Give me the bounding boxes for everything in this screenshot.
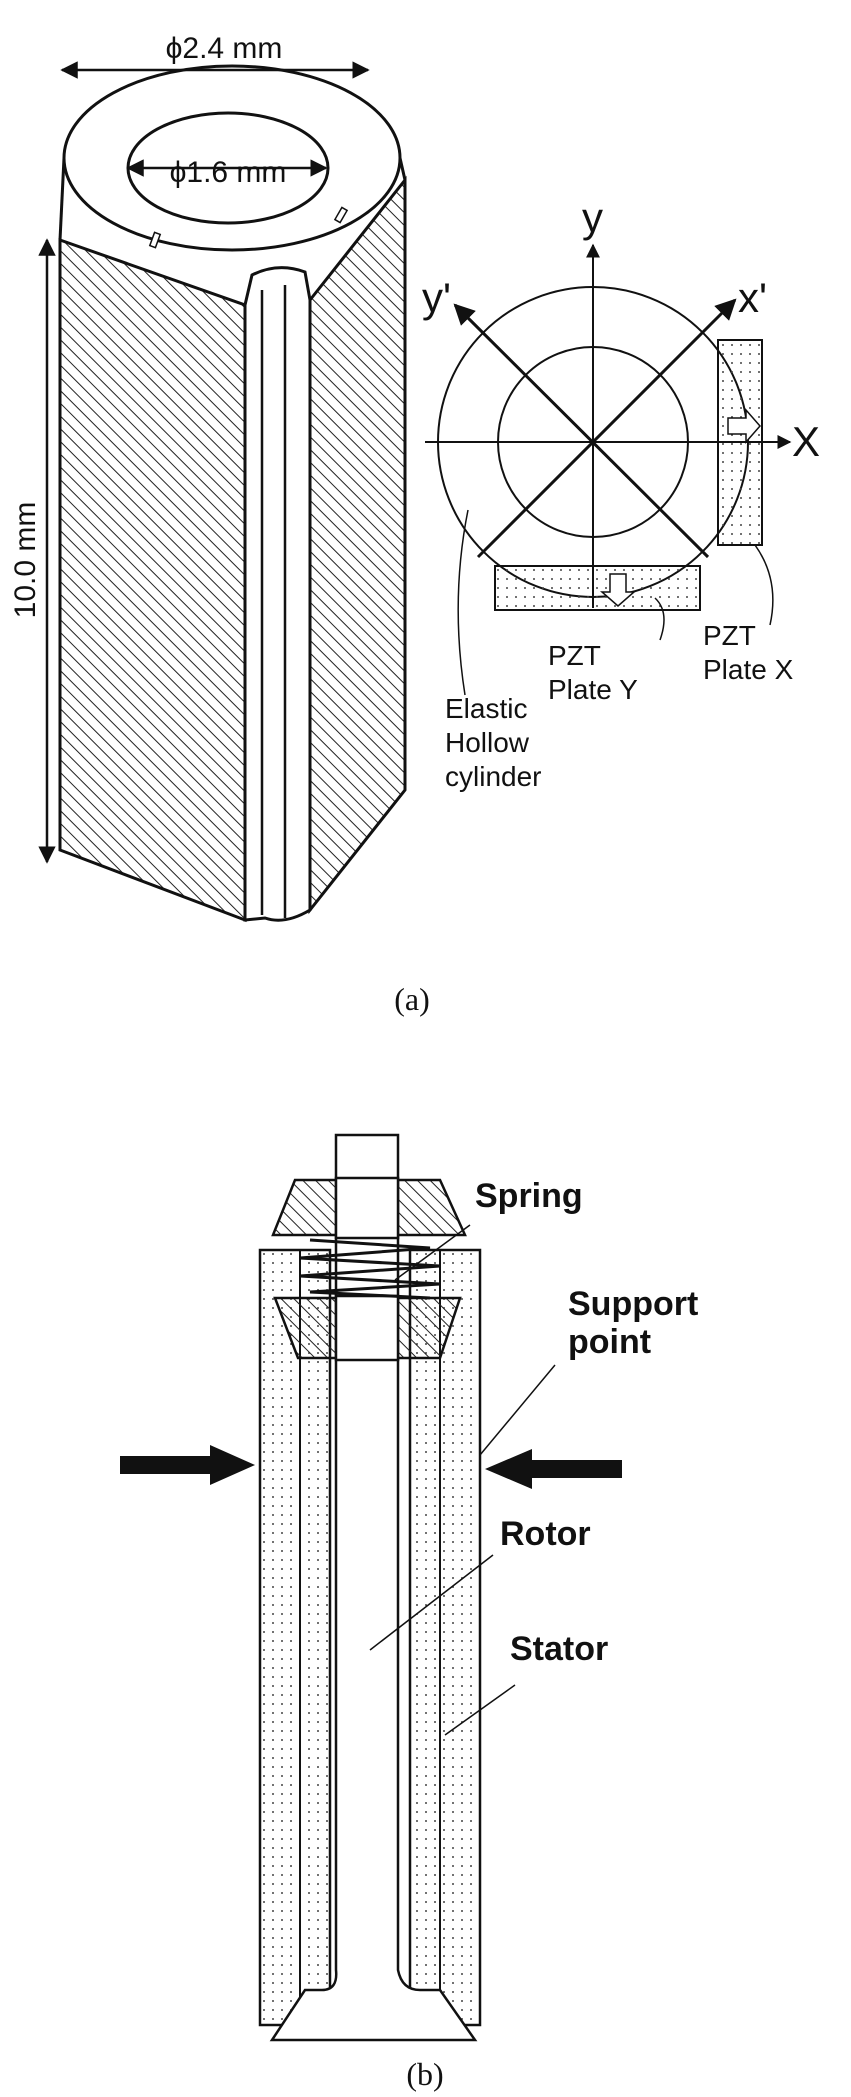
outer-diameter-label: ϕ2.4 mm bbox=[166, 32, 283, 65]
cross-section-drawing: y y' x' X Elastic Hollow cylinder PZT Pl… bbox=[422, 194, 820, 792]
stator-wall-right bbox=[408, 1248, 482, 2027]
support-leader bbox=[479, 1364, 556, 1456]
plate-y-leader bbox=[654, 597, 665, 641]
inner-diameter-label: ϕ1.6 mm bbox=[170, 156, 287, 189]
height-label: 10.0 mm bbox=[9, 502, 42, 619]
axis-x-label: X bbox=[792, 418, 820, 465]
axis-y-prime-label: y' bbox=[422, 274, 451, 321]
plate-y-label: PZT Plate Y bbox=[548, 640, 638, 705]
rotor-leader bbox=[369, 1554, 494, 1651]
spring-label: Spring bbox=[475, 1177, 583, 1215]
stator-label: Stator bbox=[510, 1630, 608, 1668]
caption-a: (a) bbox=[394, 981, 430, 1017]
rotor-label: Rotor bbox=[500, 1515, 591, 1553]
cylinder-leader bbox=[457, 509, 469, 696]
spring-leader bbox=[394, 1224, 471, 1281]
plate-x-arrow bbox=[727, 408, 761, 444]
stator-face-left bbox=[58, 237, 247, 923]
caption-b: (b) bbox=[406, 2056, 443, 2092]
force-arrow-left bbox=[120, 1445, 255, 1485]
motor-section-drawing: Spring Support point Rotor Stator bbox=[120, 1133, 708, 2042]
stator-3d-drawing: ϕ2.4 mm ϕ1.6 mm 10.0 mm bbox=[9, 32, 407, 923]
axis-x-prime-label: x' bbox=[738, 274, 767, 321]
axis-y-prime-line bbox=[453, 303, 710, 559]
pzt-plate-y bbox=[494, 565, 701, 611]
stator-face-right bbox=[308, 175, 407, 915]
axis-y-label: y bbox=[582, 194, 603, 241]
stator-leader bbox=[444, 1684, 516, 1736]
cylinder-label: Elastic Hollow cylinder bbox=[445, 693, 541, 792]
axis-x-prime-line bbox=[476, 298, 737, 559]
support-label: Support point bbox=[568, 1285, 708, 1361]
stator-wall-left bbox=[258, 1248, 332, 2027]
rotor-shaft bbox=[269, 1133, 478, 2042]
plate-x-label: PZT Plate X bbox=[703, 620, 794, 685]
stator-groove bbox=[243, 266, 312, 922]
plate-y-arrow bbox=[600, 573, 636, 607]
plate-x-leader bbox=[754, 544, 774, 626]
spring-coil bbox=[299, 1238, 441, 1300]
force-arrow-right bbox=[485, 1449, 622, 1489]
